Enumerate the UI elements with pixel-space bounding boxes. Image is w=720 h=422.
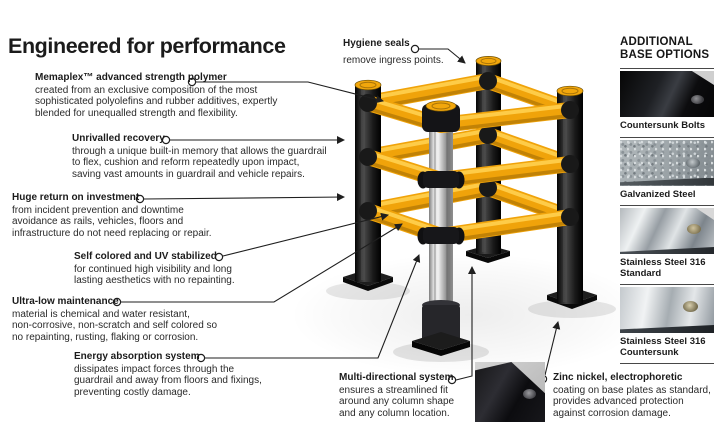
- feature-multidirectional: Multi-directional system ensures a strea…: [339, 372, 454, 419]
- feature-energy: Energy absorption system dissipates impa…: [74, 351, 262, 398]
- feature-heading: Multi-directional system: [339, 372, 454, 383]
- feature-body: created from an exclusive composition of…: [35, 84, 278, 119]
- feature-roi: Huge return on investment from incident …: [12, 192, 212, 239]
- divider: [620, 68, 714, 69]
- base-option-countersunk-bolts: Countersunk Bolts: [620, 71, 714, 132]
- feature-heading: Self colored and UV stabilized: [74, 251, 217, 262]
- base-option-label: Stainless Steel 316 Countersunk: [620, 336, 706, 358]
- feature-heading: Energy absorption system: [74, 351, 200, 362]
- sidebar-heading: ADDITIONAL BASE OPTIONS: [620, 36, 710, 61]
- galvanized-steel-image: [620, 139, 714, 186]
- feature-uv: Self colored and UV stabilized for conti…: [74, 251, 235, 287]
- base-option-stainless-countersunk: Stainless Steel 316 Countersunk: [620, 287, 714, 358]
- guardrails-back: [360, 72, 578, 225]
- bolt-detail: [687, 224, 701, 234]
- feature-hygiene: Hygiene seals remove ingress points.: [343, 38, 444, 66]
- feature-maintenance: Ultra-low maintenance material is chemic…: [12, 296, 217, 343]
- sidebar-additional-base-options: ADDITIONAL BASE OPTIONS Countersunk Bolt…: [620, 36, 714, 364]
- feature-body: remove ingress points.: [343, 54, 444, 66]
- feature-heading: Hygiene seals: [343, 38, 410, 49]
- feature-recovery: Unrivalled recovery through a unique bui…: [72, 133, 327, 180]
- bolt-detail: [683, 301, 698, 312]
- feature-body: for continued high visibility and long l…: [74, 263, 235, 287]
- base-option-label: Galvanized Steel: [620, 188, 696, 200]
- countersunk-bolts-image: [620, 71, 714, 117]
- feature-body: ensures a streamlined fit around any col…: [339, 384, 455, 419]
- page-title: Engineered for performance: [8, 34, 286, 58]
- divider: [620, 363, 714, 364]
- feature-heading: Ultra-low maintenance: [12, 296, 119, 307]
- feature-body: material is chemical and water resistant…: [12, 308, 218, 343]
- base-option-label: Stainless Steel 316 Standard: [620, 257, 706, 279]
- base-option-galvanized-steel: Galvanized Steel: [620, 139, 714, 201]
- divider: [620, 136, 714, 138]
- bolt-detail: [523, 389, 536, 399]
- feature-body: coating on base plates as standard, prov…: [553, 384, 711, 419]
- zinc-base-plate-photo: [475, 362, 545, 422]
- right-post: [547, 85, 597, 309]
- bolt-detail: [686, 157, 700, 168]
- divider: [620, 284, 714, 285]
- stainless-steel-countersunk-image: [620, 287, 714, 333]
- feature-memaplex: Memaplex™ advanced strength polymer crea…: [35, 72, 277, 119]
- base-option-stainless-standard: Stainless Steel 316 Standard: [620, 208, 714, 279]
- divider: [620, 205, 714, 206]
- multi-directional-clamps: [417, 100, 465, 245]
- feature-heading: Huge return on investment: [12, 192, 140, 203]
- feature-body: dissipates impact forces through the gua…: [74, 363, 262, 398]
- bolt-detail: [691, 95, 704, 104]
- base-option-label: Countersunk Bolts: [620, 120, 705, 131]
- left-post: [343, 79, 393, 291]
- feature-zinc: Zinc nickel, electrophoretic coating on …: [553, 372, 711, 419]
- feature-body: from incident prevention and downtime av…: [12, 204, 212, 239]
- feature-heading: Unrivalled recovery: [72, 133, 165, 144]
- feature-heading: Memaplex™ advanced strength polymer: [35, 72, 227, 83]
- stainless-steel-standard-image: [620, 208, 714, 254]
- feature-body: through a unique built-in memory that al…: [72, 145, 327, 180]
- guardrails-front: [359, 94, 579, 244]
- back-post: [466, 56, 510, 263]
- feature-heading: Zinc nickel, electrophoretic: [553, 372, 683, 383]
